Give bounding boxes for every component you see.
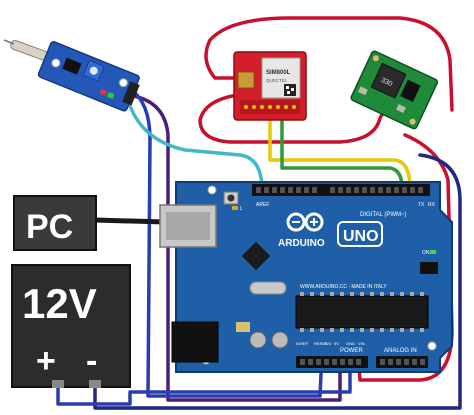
atmega-chip — [295, 295, 429, 329]
capacitor-1 — [249, 331, 267, 349]
voltage-label: 12V — [22, 280, 97, 327]
minus-terminal — [89, 380, 101, 388]
usb-cable — [92, 217, 168, 225]
wire-blue-plus — [56, 350, 352, 406]
model-badge — [337, 221, 383, 247]
wire-red-top — [204, 16, 454, 112]
dc-jack — [171, 321, 219, 363]
sim-sub-label: QUECTEL — [266, 78, 288, 83]
capacitor-2 — [271, 331, 289, 349]
led-l — [232, 206, 238, 210]
gnd-label: GND — [346, 341, 355, 346]
model-label: UNO — [343, 228, 379, 245]
wire-red-mid — [198, 93, 390, 144]
buck-ic — [400, 79, 421, 102]
sensor-chip — [62, 57, 82, 75]
buck-coil-label: 330 — [380, 77, 394, 88]
wire-cyan — [126, 98, 264, 192]
minus-terminal-label: - — [86, 342, 97, 380]
wire-green — [280, 116, 404, 190]
on-label: ON — [422, 250, 430, 256]
plus-terminal — [52, 380, 64, 388]
analog-header-label: ANALOG IN — [384, 348, 417, 354]
buck-converter: 330 — [350, 50, 439, 130]
reset-label: RESET — [314, 341, 328, 346]
sim-antenna-coil — [237, 71, 255, 89]
arduino-uno: AREF DIGITAL (PWM~) TX RX L ARDUINO UNO … — [159, 181, 453, 373]
pc-box: PC — [13, 195, 97, 251]
plus-terminal-label: + — [36, 342, 56, 380]
arduino-logo-icon — [286, 212, 324, 232]
5v-label: 5V — [334, 341, 339, 346]
qr-code — [284, 84, 296, 96]
led-l-label: L — [240, 206, 243, 212]
reed-switch — [10, 40, 50, 61]
3v3-label: 3V3 — [324, 341, 332, 346]
buck-coil — [370, 62, 407, 99]
led-on — [430, 250, 436, 254]
power-header-label: POWER — [340, 348, 363, 354]
power-supply: 12V + - — [11, 264, 131, 388]
rx-label: RX — [428, 202, 436, 208]
crystal — [249, 281, 287, 295]
digital-header-label: DIGITAL (PWM~) — [360, 212, 407, 218]
aref-label: AREF — [256, 202, 269, 208]
pc-label: PC — [26, 208, 73, 246]
wire-navy-minus — [93, 153, 462, 410]
wire-yellow — [268, 116, 412, 190]
sensor-module — [3, 39, 140, 112]
tx-label: TX — [418, 202, 425, 208]
site-label: WWW.ARDUINO.CC - MADE IN ITALY — [300, 284, 387, 290]
icsp-header — [420, 262, 438, 274]
sim800l-module: SIM800L QUECTEL — [233, 51, 307, 121]
brand-label: ARDUINO — [278, 238, 325, 249]
sim-chip-label: SIM800L — [266, 70, 291, 76]
vin-label: VIN — [358, 341, 365, 346]
ioref-label: IOREF — [296, 341, 309, 346]
